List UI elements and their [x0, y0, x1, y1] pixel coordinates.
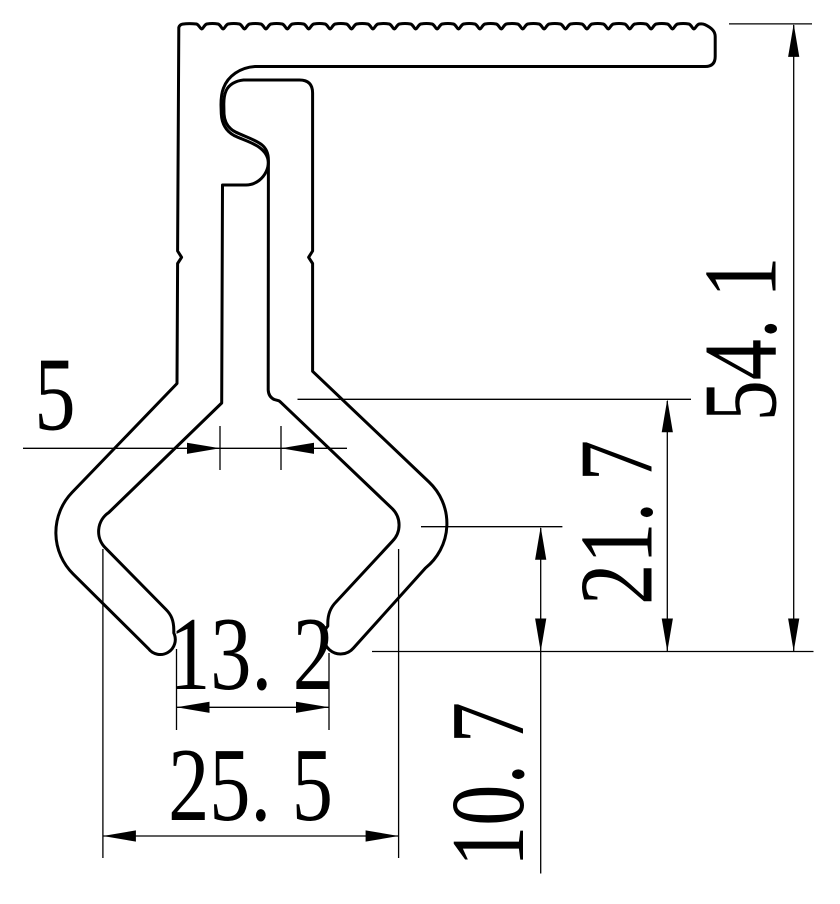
- svg-text:54. 1: 54. 1: [683, 257, 799, 422]
- svg-text:10. 7: 10. 7: [431, 702, 547, 867]
- svg-text:13. 2: 13. 2: [169, 597, 334, 713]
- svg-text:21. 7: 21. 7: [559, 440, 675, 605]
- svg-text:5: 5: [34, 337, 75, 453]
- svg-text:25. 5: 25. 5: [168, 728, 333, 844]
